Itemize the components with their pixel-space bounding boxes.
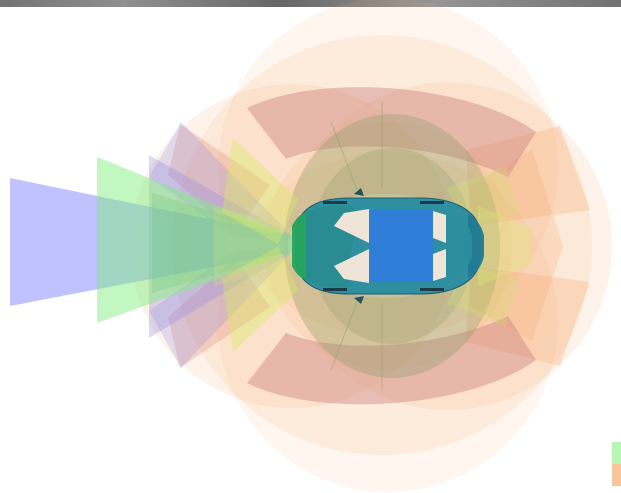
wheel-rear-top	[420, 201, 444, 204]
rear-glass-lower	[433, 249, 446, 281]
right-edge-color-marks	[612, 442, 621, 486]
edge-orange-mark	[612, 464, 621, 486]
wheel-front-bottom	[323, 288, 347, 291]
wheel-rear-bottom	[420, 288, 444, 291]
edge-green-mark	[612, 442, 621, 464]
rear-glass-upper	[433, 211, 446, 243]
car-front-bumper	[292, 212, 307, 280]
wheel-front-top	[323, 201, 347, 204]
car-roof	[369, 210, 433, 282]
car-illustration	[292, 188, 484, 304]
